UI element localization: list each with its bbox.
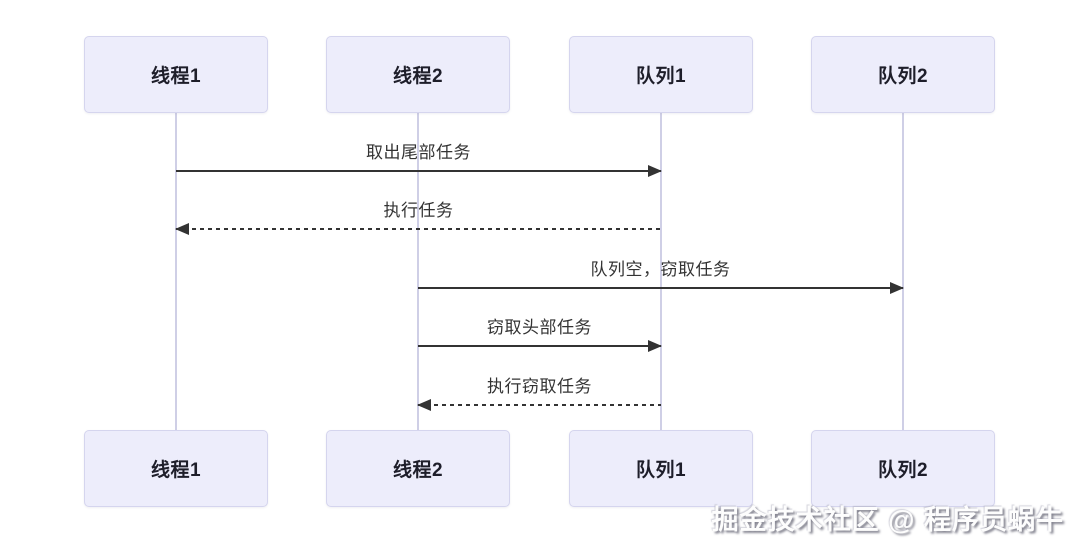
actor-box-queue2-top: 队列2 [811, 36, 995, 113]
actor-box-queue1-bottom: 队列1 [569, 430, 753, 507]
watermark: 掘金技术社区 @ 程序员蜗牛 [711, 505, 1064, 535]
message-label: 窃取头部任务 [487, 318, 592, 337]
message-execute-task: 执行任务 [175, 200, 661, 242]
message-label: 取出尾部任务 [366, 143, 471, 162]
arrowhead-left-icon [175, 223, 189, 235]
message-execute-stolen-task: 执行窃取任务 [417, 376, 661, 418]
actor-box-thread2-bottom: 线程2 [326, 430, 510, 507]
arrowhead-left-icon [417, 399, 431, 411]
actor-label-thread2: 线程2 [392, 66, 444, 87]
actor-box-queue1-top: 队列1 [569, 36, 753, 113]
message-line-solid [176, 165, 662, 177]
actor-label-queue1: 队列1 [635, 66, 687, 87]
message-label: 执行窃取任务 [487, 377, 592, 396]
arrowhead-right-icon [648, 165, 662, 177]
message-queue-empty-steal-task: 队列空，窃取任务 [418, 259, 904, 301]
lifeline-thread1 [175, 113, 177, 430]
actor-box-thread1-top: 线程1 [84, 36, 268, 113]
message-label: 执行任务 [383, 201, 454, 220]
message-line-solid [418, 282, 904, 294]
actor-label-queue2: 队列2 [877, 460, 929, 481]
arrowhead-right-icon [890, 282, 904, 294]
message-take-tail-task: 取出尾部任务 [176, 142, 662, 184]
actor-box-thread1-bottom: 线程1 [84, 430, 268, 507]
message-label: 队列空，窃取任务 [590, 260, 731, 279]
actor-label-thread1: 线程1 [150, 460, 202, 481]
message-steal-head-task: 窃取头部任务 [418, 317, 662, 359]
arrowhead-right-icon [648, 340, 662, 352]
message-line-dashed [175, 223, 661, 235]
lifeline-queue1 [660, 113, 662, 430]
actor-box-thread2-top: 线程2 [326, 36, 510, 113]
lifeline-thread2 [417, 113, 419, 430]
lifeline-queue2 [902, 113, 904, 430]
message-line-dashed [417, 399, 661, 411]
actor-label-thread2: 线程2 [392, 460, 444, 481]
actor-label-thread1: 线程1 [150, 66, 202, 87]
message-line-solid [418, 340, 662, 352]
actor-box-queue2-bottom: 队列2 [811, 430, 995, 507]
actor-label-queue2: 队列2 [877, 66, 929, 87]
actor-label-queue1: 队列1 [635, 460, 687, 481]
